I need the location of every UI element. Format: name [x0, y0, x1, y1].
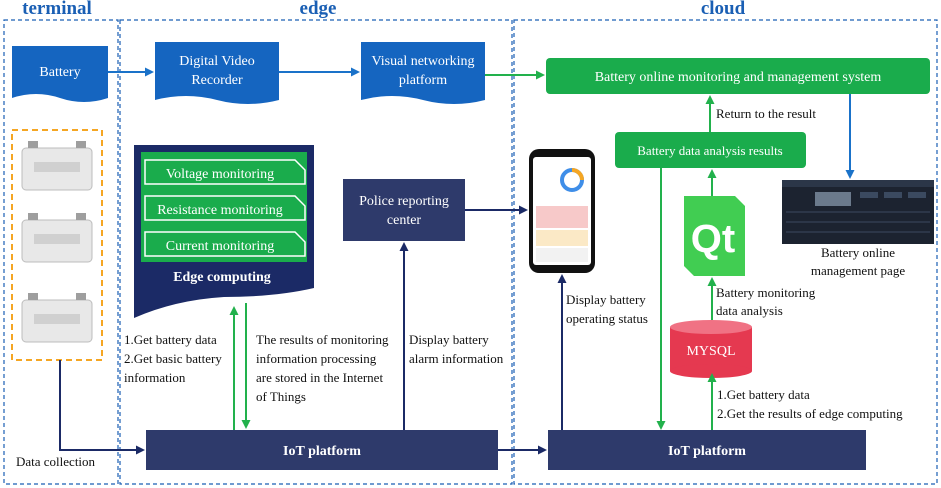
results-stored-label-2: information processing — [256, 351, 377, 366]
police-center-label-2: center — [387, 213, 422, 228]
mgmt-page-label-2: management page — [811, 263, 905, 278]
return-result-label: Return to the result — [716, 106, 816, 121]
edge-heading: edge — [300, 0, 337, 19]
battery-node: Battery — [12, 46, 108, 102]
battery-analysis-label-2: data analysis — [716, 303, 783, 318]
results-stored-label-4: of Things — [256, 389, 306, 404]
edge-item-resistance — [144, 195, 306, 221]
display-alarm-label-1: Display battery — [409, 332, 489, 347]
iot-platform-cloud-label: IoT platform — [668, 444, 746, 459]
battery-image-3 — [21, 293, 93, 343]
management-page-screenshot — [782, 180, 934, 244]
visual-platform-label-2: platform — [399, 73, 447, 88]
get-data-label-2: 2.Get basic battery — [124, 351, 222, 366]
edge-item-voltage — [144, 159, 306, 185]
edge-item-resistance-label: Resistance monitoring — [157, 203, 283, 218]
display-status-label-2: operating status — [566, 311, 648, 326]
get-data-label-3: information — [124, 370, 186, 385]
dvr-label-1: Digital Video — [179, 54, 255, 69]
qt-logo-text: Qt — [691, 217, 735, 261]
edge-region — [119, 19, 513, 485]
edge-computing-title: Edge computing — [173, 270, 271, 285]
mysql-database: MYSQL — [670, 320, 752, 378]
mysql-label: MYSQL — [686, 344, 735, 359]
data-collection-label: Data collection — [16, 454, 96, 469]
get-data-label-1: 1.Get battery data — [124, 332, 217, 347]
edge-item-current — [144, 231, 306, 257]
dvr-node: Digital Video Recorder — [155, 42, 279, 104]
battery-analysis-label-1: Battery monitoring — [716, 285, 816, 300]
edge-item-current-label: Current monitoring — [166, 239, 275, 254]
terminal-region — [3, 19, 119, 485]
visual-platform-node: Visual networking platform — [361, 42, 485, 104]
iot-platform-edge: IoT platform — [146, 430, 498, 470]
cloud-region — [513, 19, 938, 485]
dvr-label-2: Recorder — [191, 73, 243, 88]
display-status-label-1: Display battery — [566, 292, 646, 307]
mgmt-page-label-1: Battery online — [821, 245, 895, 260]
terminal-heading: terminal — [22, 0, 92, 19]
monitoring-system-label: Battery online monitoring and management… — [595, 70, 882, 85]
get-cloud-label-2: 2.Get the results of edge computing — [717, 406, 903, 421]
results-stored-label-3: are stored in the Internet — [256, 370, 383, 385]
police-center-label-1: Police reporting — [359, 194, 449, 209]
visual-platform-label-1: Visual networking — [372, 54, 475, 69]
arrow-data-collection — [59, 360, 145, 455]
battery-group-frame — [11, 129, 103, 361]
iot-platform-edge-label: IoT platform — [283, 444, 361, 459]
analysis-results-label: Battery data analysis results — [637, 143, 783, 158]
results-stored-label-1: The results of monitoring — [256, 332, 389, 347]
qt-logo: Qt — [684, 196, 745, 276]
cloud-heading: cloud — [701, 0, 746, 19]
phone-app — [529, 149, 595, 273]
battery-label: Battery — [39, 65, 80, 80]
iot-platform-cloud: IoT platform — [548, 430, 866, 470]
battery-image-2 — [21, 213, 93, 263]
display-alarm-label-2: alarm information — [409, 351, 504, 366]
battery-image-1 — [21, 141, 93, 191]
monitoring-system-node: Battery online monitoring and management… — [546, 58, 930, 94]
edge-item-voltage-label: Voltage monitoring — [166, 167, 274, 182]
analysis-results-node: Battery data analysis results — [615, 132, 806, 168]
get-cloud-label-1: 1.Get battery data — [717, 387, 810, 402]
police-center-node: Police reporting center — [343, 179, 465, 241]
edge-computing-node: Voltage monitoring Resistance monitoring… — [134, 145, 314, 318]
